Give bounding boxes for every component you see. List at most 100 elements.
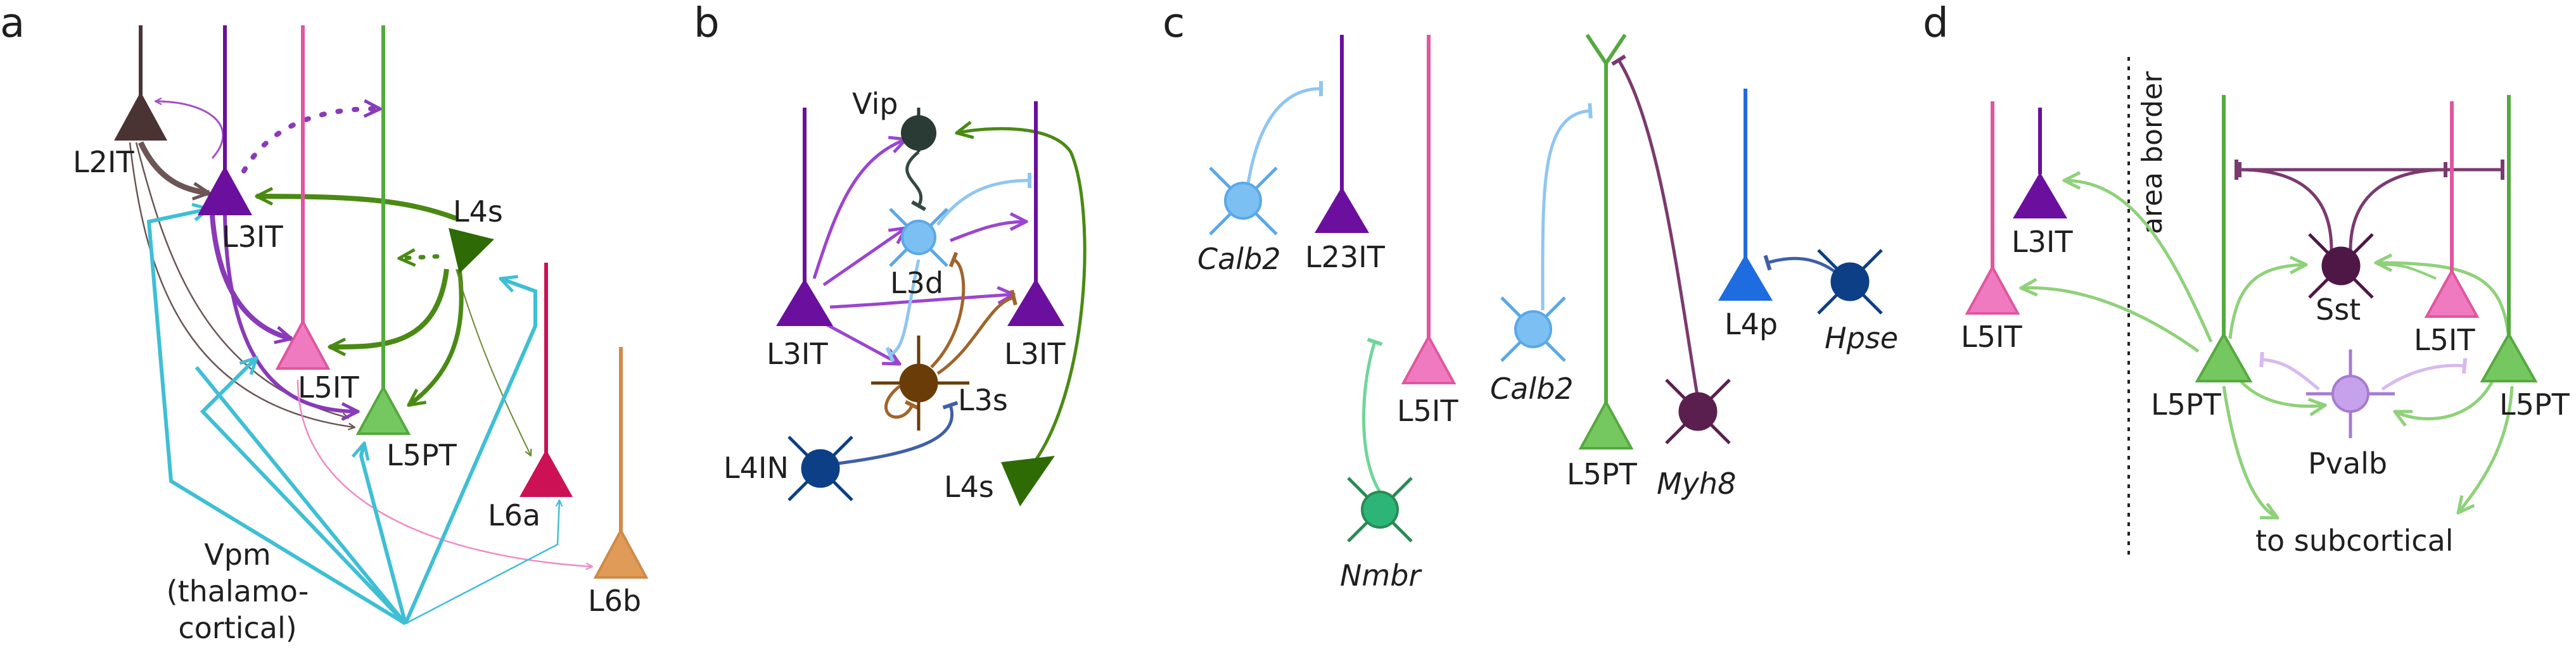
edge-vpm-l4s [404, 279, 537, 625]
edge-l3it-l3it [829, 294, 1014, 309]
neuron-l3it [198, 25, 252, 215]
edge-vpm-l5it [200, 358, 407, 626]
label-l5it-d-right: L5IT [2414, 323, 2475, 357]
edge-l3it-vip [812, 139, 906, 279]
edge-l3it-dotted [241, 109, 383, 173]
label-l5it-c: L5IT [1397, 394, 1458, 428]
neuron-pvalb [2306, 349, 2395, 438]
neuron-l4s [449, 228, 494, 274]
neuron-l3it-left [776, 108, 833, 326]
neuron-l3s [871, 336, 969, 431]
label-l5pt-c: L5PT [1567, 457, 1638, 491]
neuron-l5it-d-right [2424, 101, 2480, 318]
edge-l4s-l5it [329, 268, 449, 347]
edge-vpm-l4-vert [194, 366, 407, 625]
edge-l4in-l3s [823, 401, 959, 467]
label-l4s: L4s [453, 194, 503, 229]
edge-l4s-l5pt [409, 268, 464, 405]
label-l5it: L5IT [298, 370, 359, 405]
edge-myh8-l5pt [1611, 54, 1700, 399]
edge-l4s-l3it [257, 196, 457, 221]
panel-d: d area border [1923, 0, 2570, 558]
label-area-border: area border [2136, 71, 2169, 234]
label-vip: Vip [852, 87, 898, 121]
panel-a-letter: a [0, 0, 25, 47]
label-l3it: L3IT [222, 220, 283, 254]
neuron-l4in [787, 436, 853, 501]
panel-b-letter: b [694, 0, 720, 47]
neuron-l5pt [355, 25, 411, 435]
neuron-l5pt-d-left [2195, 95, 2253, 382]
edge-l5pt-subcortical [2222, 386, 2278, 518]
neuron-myh8 [1665, 379, 1731, 444]
edge-l3it-l5pt [223, 215, 358, 412]
edge-calb2-l5pt [1541, 103, 1593, 311]
edge-vpm-l3it [146, 209, 407, 626]
label-l3s: L3s [958, 383, 1008, 417]
edge-l5it-l6b-thin [296, 379, 592, 567]
edge-calb2-l23it [1246, 80, 1323, 184]
edge-l5pt-pvalb [2238, 379, 2325, 406]
label-l4s-b: L4s [944, 470, 994, 504]
edge-l5pt-right-sst [2376, 263, 2511, 339]
neuron-l5it [275, 25, 331, 370]
label-sst: Sst [2316, 292, 2361, 327]
panel-c: c [1163, 0, 1898, 593]
label-l4p: L4p [1725, 307, 1778, 341]
label-calb2-right: Calb2 [1490, 372, 1574, 406]
edge-l4s-vip [957, 129, 1087, 470]
neuron-l5it-d-left [1965, 101, 2020, 315]
edge-vip-l3d [905, 151, 926, 211]
neuron-l2it [114, 25, 167, 141]
label-l3d: L3d [890, 266, 943, 300]
label-myh8: Myh8 [1657, 467, 1736, 501]
panel-b: b [694, 0, 1087, 506]
label-l3it-d: L3IT [2012, 225, 2073, 259]
neuron-hpse [1817, 249, 1883, 315]
edge-l3it-l5it [210, 215, 291, 339]
neuron-l4s-b [1001, 456, 1055, 506]
edge-l2it-l5pt-thin [129, 142, 355, 427]
edge-nmbr-l5it [1362, 337, 1383, 495]
neuron-nmbr [1347, 477, 1413, 543]
label-vpm-3: cortical) [178, 611, 296, 645]
edge-l3it-l3d [822, 228, 906, 287]
label-l2it: L2IT [73, 145, 134, 179]
neuron-calb2-left [1209, 167, 1278, 236]
edge-l3s-l3it-inh [936, 289, 1017, 375]
edge-l3it-l3s [822, 321, 900, 364]
neuron-l6a [520, 263, 573, 497]
neuron-l5pt-d-right [2480, 95, 2538, 382]
edge-pvalb-l5pt-left [2259, 351, 2320, 391]
edge-l5pt-sst [2228, 265, 2306, 339]
edge-vpm-l5pt [361, 443, 407, 624]
edge-l5pt-right-subcortical [2458, 386, 2514, 513]
edge-l3s-self [884, 385, 921, 419]
edge-sst-l5pt-left [2237, 161, 2333, 251]
panel-d-connections [2021, 160, 2514, 518]
edge-sst-l5it-right [2349, 161, 2448, 251]
edge-pvalb-l5pt-right [2381, 358, 2468, 391]
neuron-l3d [889, 208, 948, 267]
label-vpm-2: (thalamo- [167, 574, 309, 608]
edge-l3d-l3s-inh [885, 259, 921, 363]
edge-l5pt-l3it [2064, 180, 2213, 343]
neuron-l5it-c [1401, 35, 1457, 384]
edge-l3s-l3d-inh [930, 251, 966, 368]
edge-l5pt-right-pvalb [2395, 379, 2495, 419]
label-l3it-left: L3IT [767, 337, 828, 371]
label-l3it-right: L3IT [1004, 337, 1066, 371]
edge-l2it-l3it [137, 141, 209, 193]
neuron-vip [901, 108, 936, 152]
edge-l5it-right-sst [2382, 263, 2437, 280]
neuron-l5pt-c [1578, 34, 1634, 450]
edge-l4s-dotted [397, 256, 440, 258]
edge-vpm-l6a [405, 500, 559, 625]
edge-l3it-l2it-thin [155, 101, 224, 160]
neuron-l6b [593, 347, 649, 579]
label-l5pt: L5PT [386, 438, 457, 472]
panel-a: a [0, 0, 649, 645]
label-vpm-1: Vpm [204, 538, 271, 572]
label-l4in: L4IN [724, 451, 789, 485]
label-l6a: L6a [488, 498, 540, 532]
